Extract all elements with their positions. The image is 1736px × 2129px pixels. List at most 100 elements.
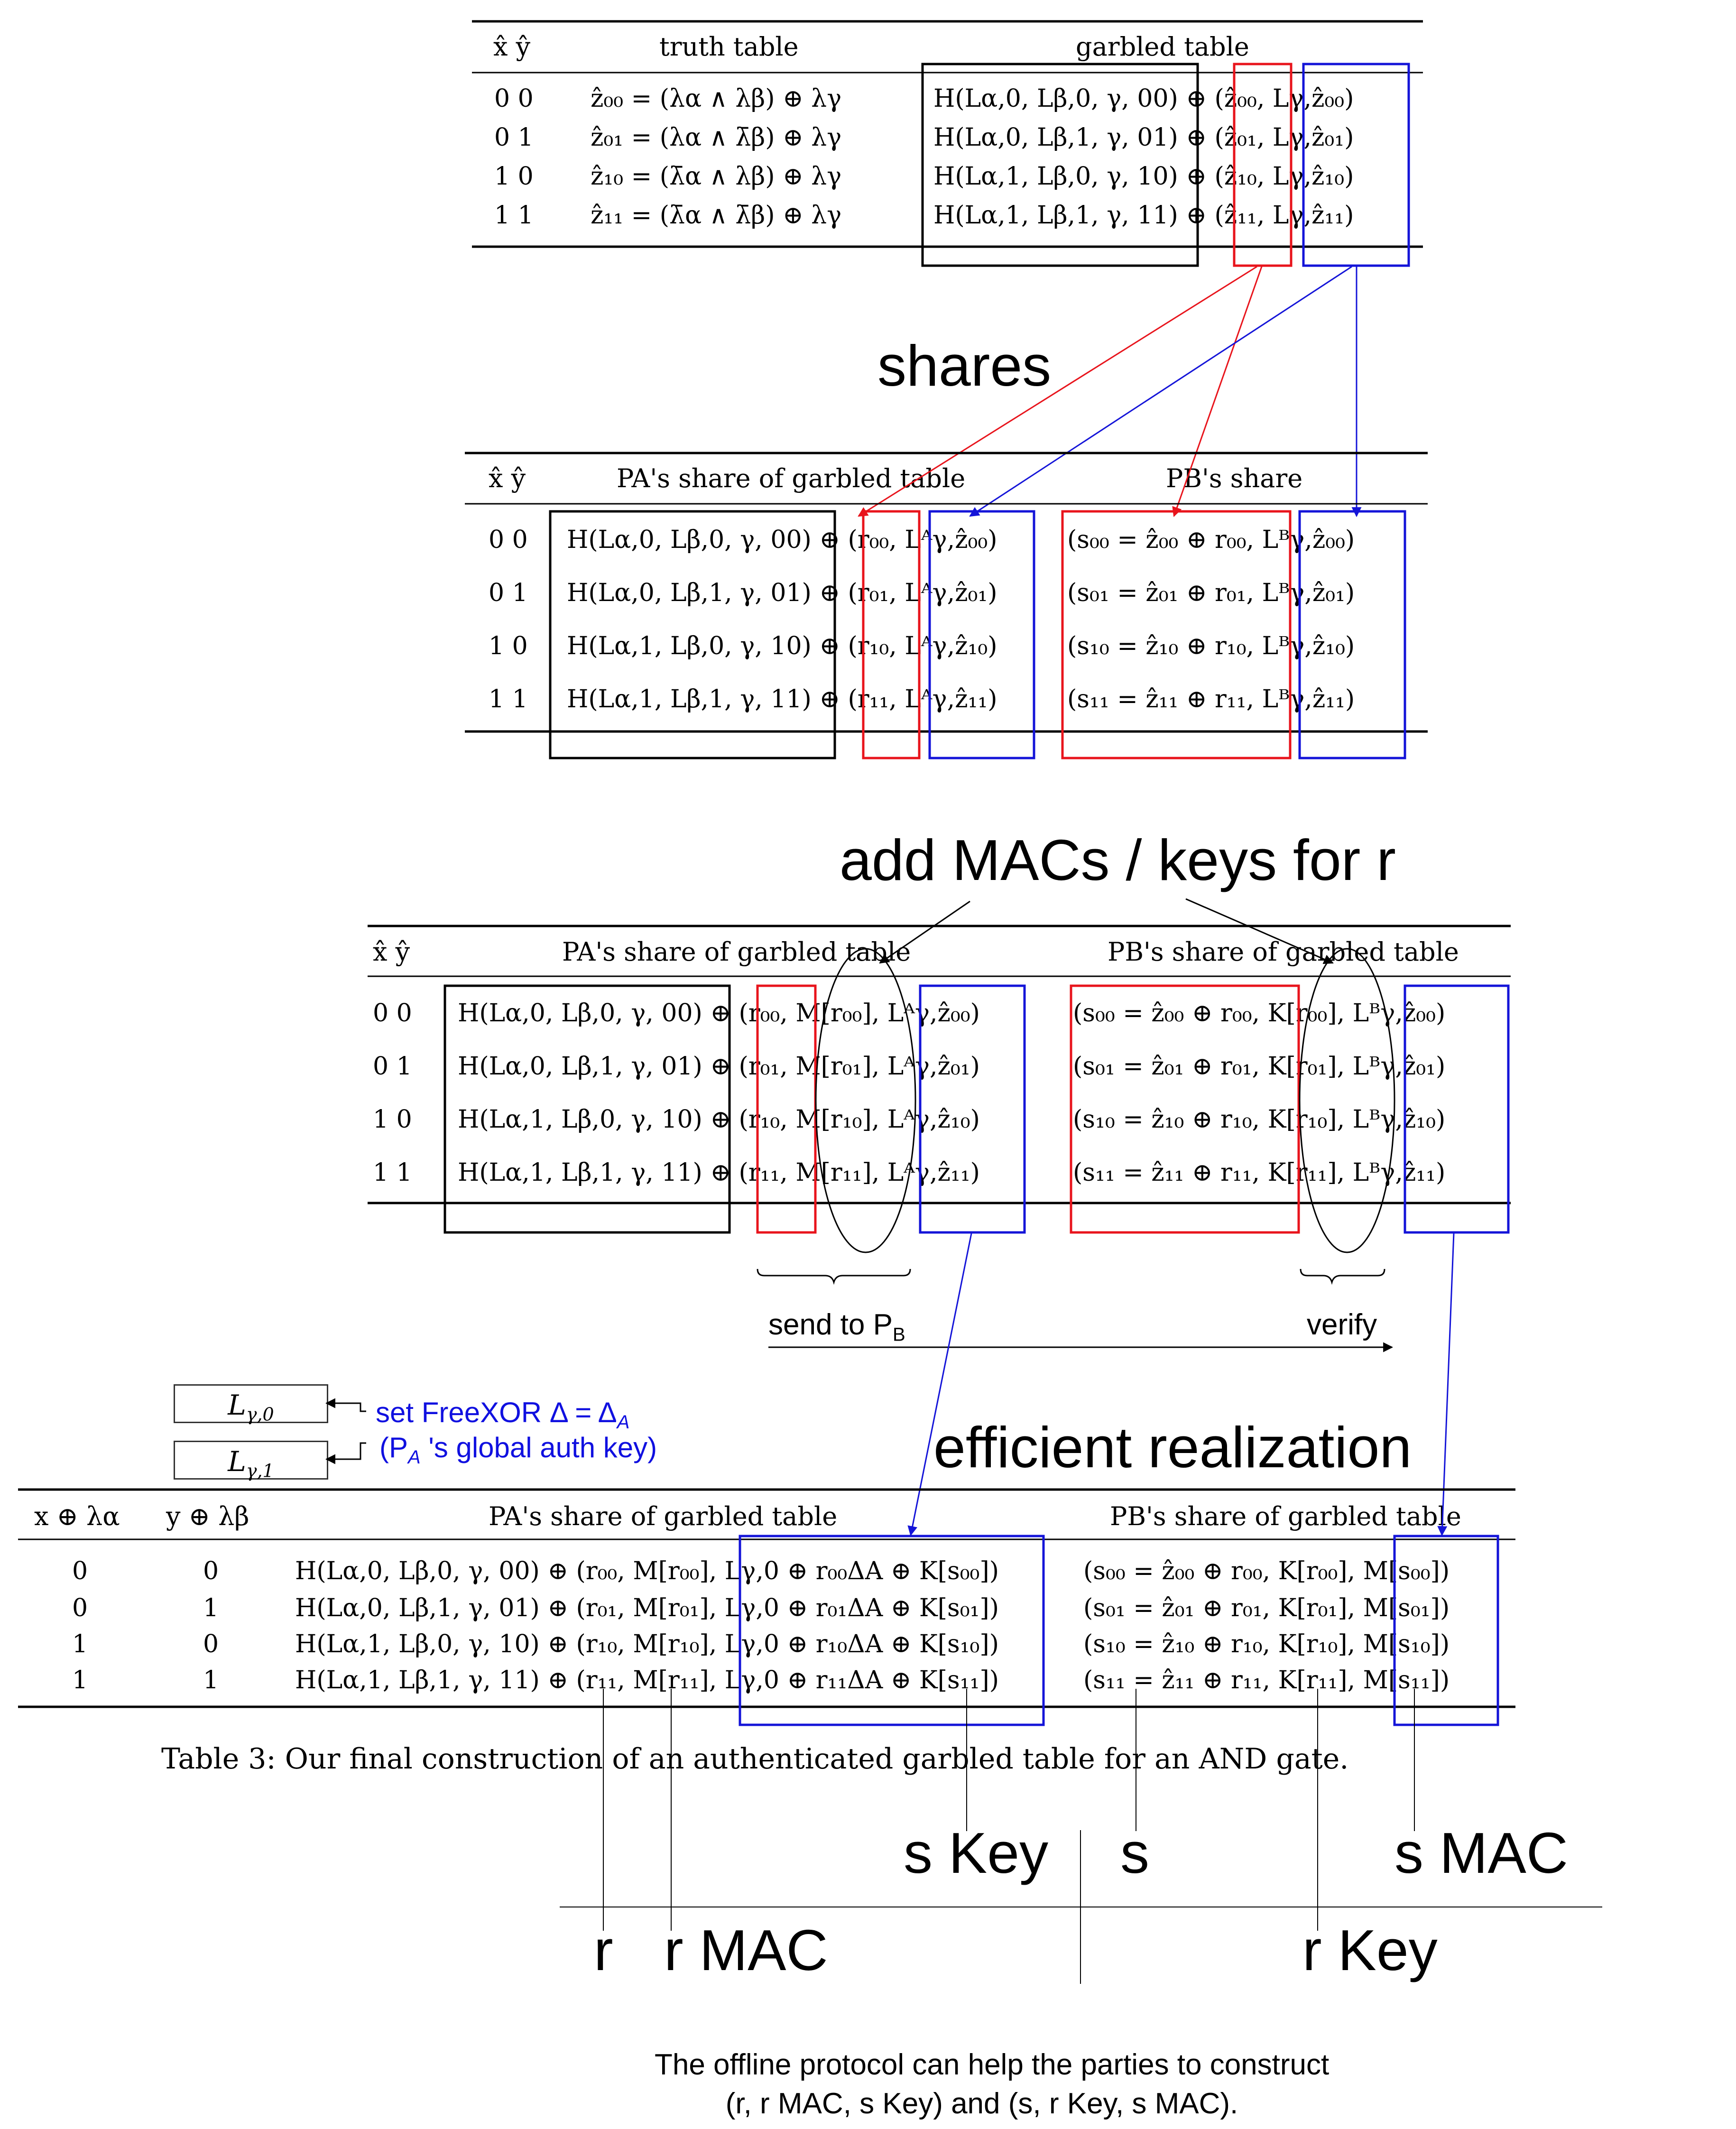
t1-row-garbled: H(Lα,0, Lβ,1, γ, 01) ⊕ (ẑ₀₁, Lγ,ẑ₀₁) xyxy=(933,123,1354,152)
t4-row-y: 1 xyxy=(203,1594,219,1622)
t1-row-truth: ẑ₀₁ = (λα ∧ λ̄β) ⊕ λγ xyxy=(591,123,842,152)
label-send-to-pb: send to PB xyxy=(768,1308,905,1345)
t1-row-truth: ẑ₁₁ = (λ̄α ∧ λ̄β) ⊕ λγ xyxy=(591,201,842,230)
t4-row-y: 0 xyxy=(203,1630,219,1658)
t3-box-lb xyxy=(1404,984,1510,1234)
t1-row-truth: ẑ₀₀ = (λα ∧ λβ) ⊕ λγ xyxy=(591,84,842,113)
label-s: s xyxy=(1120,1821,1149,1885)
t2-box-s xyxy=(1061,510,1292,759)
t2-box-lb xyxy=(1298,510,1406,759)
t4-row-x: 0 xyxy=(72,1594,88,1622)
t2-row-pa: H(Lα,0, Lβ,1, γ, 01) ⊕ (r₀₁, Lᴬγ,ẑ₀₁) xyxy=(567,579,997,607)
arrow-freexor-to-l0 xyxy=(325,1398,366,1412)
t4-header-pa: PA's share of garbled table xyxy=(489,1501,838,1531)
label-add-macs: add MACs / keys for r xyxy=(840,828,1396,892)
freexor-note-line2: (PA 's global auth key) xyxy=(379,1432,657,1468)
footer-note-line1: The offline protocol can help the partie… xyxy=(655,2048,1330,2081)
t3-row-pa: H(Lα,1, Lβ,1, γ, 11) ⊕ (r₁₁, M[r₁₁], Lᴬγ… xyxy=(458,1158,980,1187)
t3-header-pb: PB's share of garbled table xyxy=(1108,937,1459,967)
t1-box-label xyxy=(1302,63,1410,267)
arrow-z-to-r xyxy=(858,266,1257,517)
t4-header-x: x ⊕ λα xyxy=(34,1501,120,1531)
t4-row-pa: H(Lα,1, Lβ,1, γ, 11) ⊕ (r₁₁, M[r₁₁], Lγ,… xyxy=(295,1666,999,1694)
label-shares: shares xyxy=(877,333,1052,398)
t2-row-pa: H(Lα,1, Lβ,1, γ, 11) ⊕ (r₁₁, Lᴬγ,ẑ₁₁) xyxy=(567,685,997,713)
t2-box-la xyxy=(928,510,1035,759)
table-caption: Table 3: Our final construction of an au… xyxy=(161,1742,1349,1776)
t3-row-pa: H(Lα,0, Lβ,0, γ, 00) ⊕ (r₀₀, M[r₀₀], Lᴬγ… xyxy=(458,999,980,1027)
brace-verify xyxy=(1300,1268,1385,1285)
label-r-mac: r MAC xyxy=(664,1918,828,1982)
t3-row-pa: H(Lα,0, Lβ,1, γ, 01) ⊕ (r₀₁, M[r₀₁], Lᴬγ… xyxy=(458,1052,980,1081)
t2-row-pa: H(Lα,0, Lβ,0, γ, 00) ⊕ (r₀₀, Lᴬγ,ẑ₀₀) xyxy=(567,526,997,554)
arrow-la-down xyxy=(907,1233,972,1537)
l-gamma-1-label: Lγ,1 xyxy=(228,1445,274,1481)
t1-header-garbled: garbled table xyxy=(1076,32,1249,62)
t4-row-y: 0 xyxy=(203,1557,219,1585)
label-verify: verify xyxy=(1307,1308,1377,1341)
t4-box-smac xyxy=(1393,1535,1499,1726)
t2-header-pa: PA's share of garbled table xyxy=(617,463,966,493)
t1-row-garbled: H(Lα,1, Lβ,0, γ, 10) ⊕ (ẑ₁₀, Lγ,ẑ₁₀) xyxy=(933,162,1354,191)
arrow-add-mac xyxy=(879,900,970,964)
arrow-freexor-to-l1 xyxy=(325,1442,366,1464)
t4-row-x: 0 xyxy=(72,1557,88,1585)
label-s-mac: s MAC xyxy=(1394,1821,1568,1885)
t4-row-pb: (s₁₀ = ẑ₁₀ ⊕ r₁₀, K[r₁₀], M[s₁₀]) xyxy=(1083,1630,1450,1658)
t2-row-pb: (s₁₀ = ẑ₁₀ ⊕ r₁₀, Lᴮγ,ẑ₁₀) xyxy=(1067,632,1355,660)
t4-row-pa: H(Lα,0, Lβ,0, γ, 00) ⊕ (r₀₀, M[r₀₀], Lγ,… xyxy=(295,1557,999,1585)
label-s-key: s Key xyxy=(904,1821,1049,1885)
freexor-note-line1: set FreeXOR Δ = ΔA xyxy=(376,1397,630,1433)
t2-row-pb: (s₁₁ = ẑ₁₁ ⊕ r₁₁, Lᴮγ,ẑ₁₁) xyxy=(1067,685,1355,713)
t3-row-pb: (s₁₁ = ẑ₁₁ ⊕ r₁₁, K[r₁₁], Lᴮγ,ẑ₁₁) xyxy=(1073,1158,1446,1187)
t3-row-xy: 1 1 xyxy=(373,1158,412,1187)
t4-row-pa: H(Lα,0, Lβ,1, γ, 01) ⊕ (r₀₁, M[r₀₁], Lγ,… xyxy=(295,1594,999,1622)
t2-row-xy: 1 0 xyxy=(489,632,528,660)
label-efficient-realization: efficient realization xyxy=(933,1415,1412,1480)
label-r-key: r Key xyxy=(1302,1918,1438,1982)
t3-header-pa: PA's share of garbled table xyxy=(562,937,911,967)
t3-row-pb: (s₁₀ = ẑ₁₀ ⊕ r₁₀, K[r₁₀], Lᴮγ,ẑ₁₀) xyxy=(1073,1105,1446,1134)
t4-row-x: 1 xyxy=(72,1630,88,1658)
t2-row-pa: H(Lα,1, Lβ,0, γ, 10) ⊕ (r₁₀, Lᴬγ,ẑ₁₀) xyxy=(567,632,997,660)
t1-header-truth: truth table xyxy=(659,32,799,62)
t4-row-y: 1 xyxy=(203,1666,219,1694)
t3-box-r xyxy=(756,984,817,1234)
t4-header-y: y ⊕ λβ xyxy=(166,1501,249,1531)
t1-box-z xyxy=(1233,63,1293,267)
t4-row-pa: H(Lα,1, Lβ,0, γ, 10) ⊕ (r₁₀, M[r₁₀], Lγ,… xyxy=(295,1630,999,1658)
t1-row-garbled: H(Lα,0, Lβ,0, γ, 00) ⊕ (ẑ₀₀, Lγ,ẑ₀₀) xyxy=(933,84,1354,113)
t3-row-pa: H(Lα,1, Lβ,0, γ, 10) ⊕ (r₁₀, M[r₁₀], Lᴬγ… xyxy=(458,1105,980,1134)
t1-row-xy: 1 0 xyxy=(494,162,534,191)
t2-header-pb: PB's share xyxy=(1166,463,1303,493)
arrow-lb-down xyxy=(1437,1233,1455,1537)
t3-box-hash xyxy=(443,984,731,1234)
footer-note-line2: (r, r MAC, s Key) and (s, r Key, s MAC). xyxy=(725,2087,1238,2120)
t2-box-r xyxy=(862,510,921,759)
t4-row-pb: (s₀₀ = ẑ₀₀ ⊕ r₀₀, K[r₀₀], M[s₀₀]) xyxy=(1083,1557,1450,1585)
t4-row-pb: (s₀₁ = ẑ₀₁ ⊕ r₀₁, K[r₀₁], M[s₀₁]) xyxy=(1083,1594,1450,1622)
t4-header-pb: PB's share of garbled table xyxy=(1110,1501,1461,1531)
t2-header-xy: x̂ ŷ xyxy=(489,463,526,493)
t3-row-pb: (s₀₁ = ẑ₀₁ ⊕ r₀₁, K[r₀₁], Lᴮγ,ẑ₀₁) xyxy=(1073,1052,1446,1081)
t3-oval-key xyxy=(1299,948,1395,1253)
t1-box-hash xyxy=(921,63,1199,267)
t3-row-xy: 1 0 xyxy=(373,1105,412,1134)
t1-header-xy: x̂ ŷ xyxy=(493,32,531,62)
t3-header-xy: x̂ ŷ xyxy=(373,937,410,967)
l-gamma-0-box: Lγ,0 xyxy=(174,1384,328,1424)
t2-row-pb: (s₀₀ = ẑ₀₀ ⊕ r₀₀, Lᴮγ,ẑ₀₀) xyxy=(1067,526,1355,554)
t4-row-x: 1 xyxy=(72,1666,88,1694)
t4-row-pb: (s₁₁ = ẑ₁₁ ⊕ r₁₁, K[r₁₁], M[s₁₁]) xyxy=(1083,1666,1450,1694)
t3-box-la xyxy=(919,984,1026,1234)
t3-box-s xyxy=(1070,984,1300,1234)
t3-row-xy: 0 1 xyxy=(373,1052,412,1081)
t4-box-label xyxy=(739,1535,1045,1726)
label-r: r xyxy=(594,1918,613,1982)
t1-row-garbled: H(Lα,1, Lβ,1, γ, 11) ⊕ (ẑ₁₁, Lγ,ẑ₁₁) xyxy=(933,201,1354,230)
l-gamma-1-box: Lγ,1 xyxy=(174,1441,328,1480)
arrow-l-to-la xyxy=(969,266,1352,517)
t2-row-xy: 0 1 xyxy=(489,579,528,607)
